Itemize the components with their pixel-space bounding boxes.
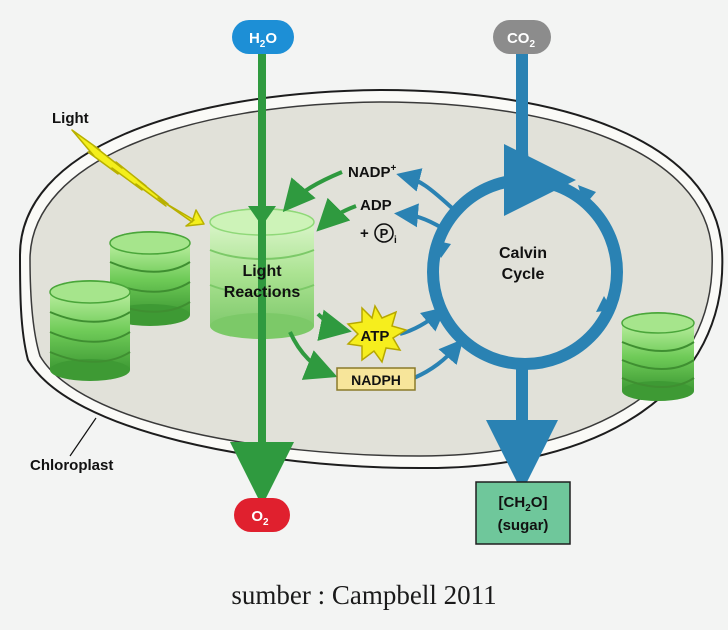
- sugar-formula-post: O]: [531, 494, 548, 511]
- water-label: H2O: [249, 30, 277, 50]
- thylakoid-stack-left-front: [49, 280, 131, 381]
- calvin-cycle-label-line1: Calvin: [499, 245, 547, 262]
- sugar-box: [475, 481, 571, 545]
- sugar-formula-pre: [CH: [499, 494, 526, 511]
- co2-node: [493, 20, 551, 54]
- water-tail: O: [265, 30, 277, 47]
- water-node: [232, 20, 294, 54]
- nadp-text: NADP: [348, 164, 391, 181]
- light-reactions-label-line2: Reactions: [224, 284, 301, 301]
- chloroplast-label: Chloroplast: [30, 457, 113, 474]
- light-reactions-label-line1: Light: [242, 263, 282, 280]
- oxygen-main: O: [251, 508, 263, 525]
- co2-sub: 2: [529, 39, 535, 50]
- co2-main: CO: [507, 30, 530, 47]
- nadp-plus-label: NADP+: [348, 163, 397, 181]
- nadp-superscript: +: [391, 163, 397, 174]
- source-caption: sumber : Campbell 2011: [231, 580, 497, 610]
- sugar-name-label: (sugar): [498, 517, 549, 534]
- water-sub: 2: [260, 39, 266, 50]
- nadph-box: [336, 367, 416, 391]
- oxygen-node: [234, 498, 290, 532]
- sugar-formula-sub: 2: [525, 503, 531, 514]
- sugar-formula-label: [CH2O]: [499, 494, 548, 514]
- atp-burst-icon: [346, 304, 408, 364]
- adp-label: ADP: [360, 197, 392, 214]
- oxygen-sub: 2: [263, 517, 269, 528]
- oxygen-label: O2: [251, 508, 269, 528]
- pi-letter: P: [380, 226, 389, 241]
- pi-subscript: i: [394, 235, 397, 246]
- calvin-cycle-label-line2: Cycle: [502, 266, 545, 283]
- pi-plus: +: [360, 225, 369, 242]
- phosphate-circle-icon: [374, 223, 394, 243]
- nadph-label: NADPH: [351, 372, 401, 388]
- water-into-thylakoid-arrowhead: [248, 206, 276, 226]
- water-main: H: [249, 30, 260, 47]
- atp-label: ATP: [361, 328, 390, 345]
- thylakoid-stack-right: [621, 312, 695, 401]
- chloroplast-pointer: [69, 417, 97, 457]
- light-bolt-icon: [71, 129, 205, 227]
- co2-label: CO2: [507, 30, 536, 50]
- light-label: Light: [52, 110, 89, 127]
